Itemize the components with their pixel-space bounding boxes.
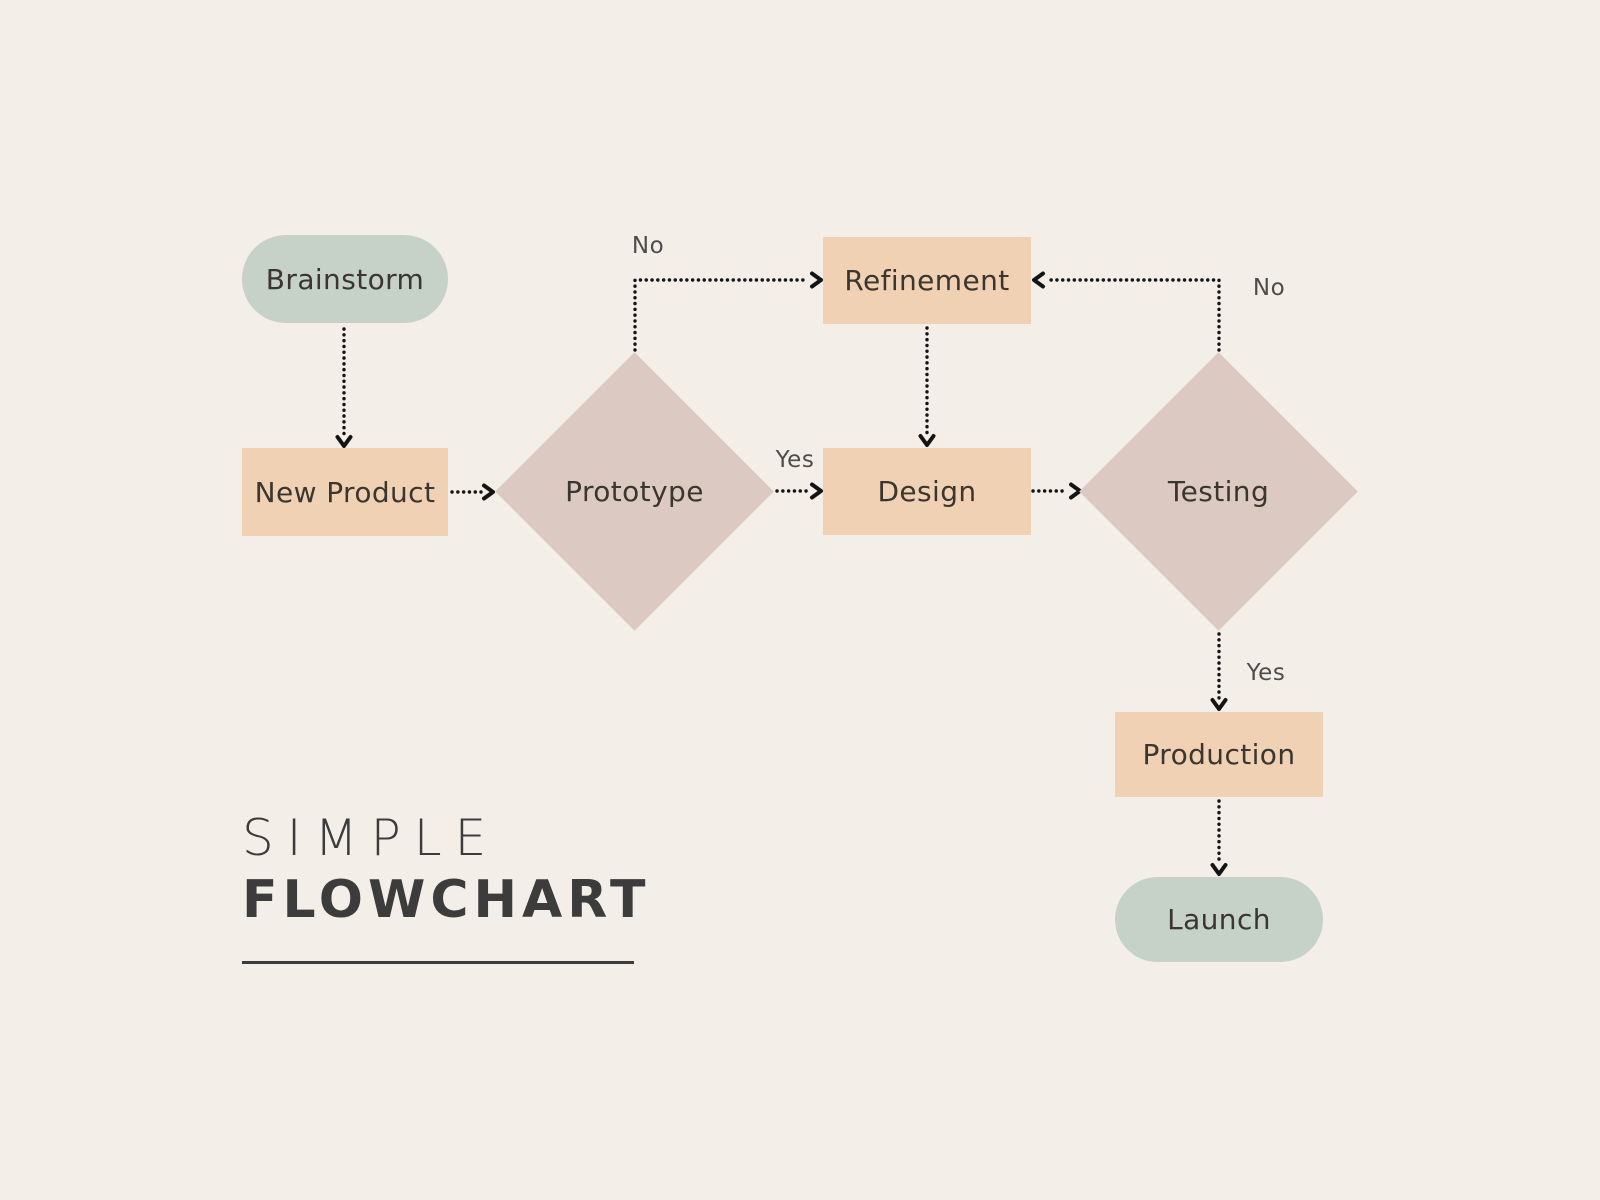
edge-production-to-launch xyxy=(1210,799,1228,876)
node-testing: Testing xyxy=(1079,352,1358,631)
node-label: Design xyxy=(877,475,977,508)
node-label: Launch xyxy=(1167,903,1271,936)
node-label: New Product xyxy=(254,475,436,509)
edge-prototype-to-design xyxy=(775,482,823,500)
node-label: Testing xyxy=(1167,475,1270,508)
node-new-product: New Product xyxy=(242,448,448,536)
edge-testing-to-refinement xyxy=(1032,271,1221,352)
chart-title: SIMPLE FLOWCHART xyxy=(242,812,650,964)
edge-label-no-testing: No xyxy=(1252,275,1286,301)
edge-prototype-to-refinement xyxy=(633,271,823,352)
node-label: Production xyxy=(1142,738,1296,771)
edge-new-product-to-prototype xyxy=(450,483,495,501)
edge-label-yes-prototype: Yes xyxy=(775,447,815,473)
node-refinement: Refinement xyxy=(823,237,1031,324)
node-prototype: Prototype xyxy=(495,352,774,631)
edge-testing-to-production xyxy=(1210,632,1228,711)
node-launch: Launch xyxy=(1115,877,1323,962)
node-label: Brainstorm xyxy=(265,262,425,296)
title-line-1: SIMPLE xyxy=(242,809,500,867)
node-label: Prototype xyxy=(565,475,704,508)
edge-label-no-prototype: No xyxy=(631,233,665,259)
edge-design-to-testing xyxy=(1031,482,1082,500)
edge-brainstorm-to-new-product xyxy=(335,327,353,448)
node-production: Production xyxy=(1115,712,1323,797)
node-brainstorm: Brainstorm xyxy=(242,235,448,323)
edge-label-yes-testing: Yes xyxy=(1246,660,1286,686)
edge-refinement-to-design xyxy=(918,326,936,447)
title-underline xyxy=(242,961,634,964)
node-label: Refinement xyxy=(844,264,1010,297)
node-design: Design xyxy=(823,448,1031,535)
title-line-2: FLOWCHART xyxy=(242,870,651,930)
